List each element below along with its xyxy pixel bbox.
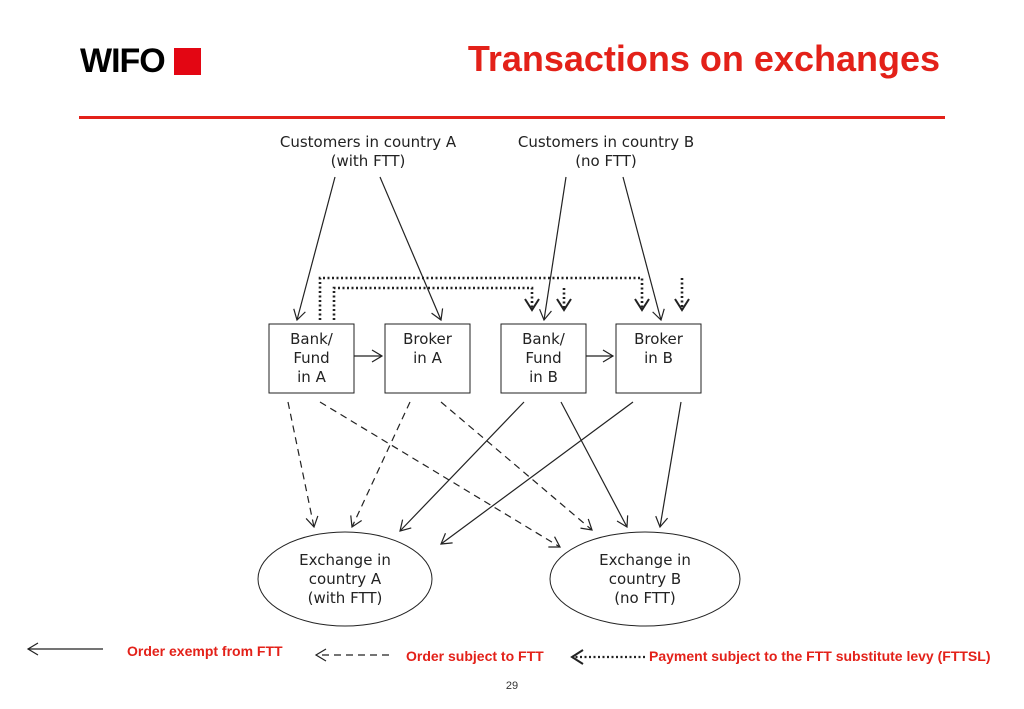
bank-b-label: Bank/ Fund in B: [501, 330, 586, 387]
broker-b-line1: Broker: [634, 330, 683, 348]
exchange-a-line1: Exchange in: [299, 551, 391, 569]
broker-b-label: Broker in B: [616, 330, 701, 368]
exchange-a-ellipse: [257, 531, 433, 627]
exchange-b-label: Exchange in country B (no FTT): [570, 551, 720, 608]
arrow-cust-b-broker-b: [622, 176, 665, 322]
page-title: Transactions on exchanges: [467, 38, 940, 79]
arrow-cust-a-broker-a: [379, 176, 444, 322]
broker-a-box: [384, 323, 471, 394]
customers-b-line1: Customers in country B: [517, 133, 695, 151]
customers-a-line1: Customers in country A: [279, 133, 457, 151]
exchange-b-ellipse: [549, 531, 741, 627]
customers-b-line2: (no FTT): [575, 152, 637, 170]
broker-b-line2: in B: [644, 349, 673, 367]
exchange-b-line1: Exchange in: [599, 551, 691, 569]
broker-b-box: [615, 323, 702, 394]
broker-a-label: Broker in A: [385, 330, 470, 368]
arrow-cust-a-bank-a: [293, 176, 336, 322]
exchange-b-line2: country B: [608, 570, 682, 588]
customers-b-label: Customers in country B (no FTT): [506, 133, 706, 171]
bank-a-line1: Bank/: [290, 330, 333, 348]
customers-a-line2: (with FTT): [330, 152, 406, 170]
bank-b-line2: Fund: [525, 349, 562, 367]
bank-a-line3: in A: [297, 368, 326, 386]
fttsl-payment-lines: [318, 276, 690, 320]
bank-a-box: [268, 323, 355, 394]
exchange-a-label: Exchange in country A (with FTT): [270, 551, 420, 608]
broker-a-line2: in A: [413, 349, 442, 367]
orders-exempt-from-ftt: [399, 401, 682, 545]
legend-subject-label: Order subject to FTT: [406, 648, 544, 664]
exchange-a-line3: (with FTT): [307, 589, 383, 607]
orders-subject-to-ftt: [287, 401, 593, 548]
broker-a-line1: Broker: [403, 330, 452, 348]
legend-payment-label: Payment subject to the FTT substitute le…: [649, 648, 991, 664]
exchange-a-line2: country A: [308, 570, 382, 588]
page-number: 29: [505, 680, 519, 692]
logo-red-square: [173, 48, 201, 75]
customers-a-label: Customers in country A (with FTT): [268, 133, 468, 171]
legend-exempt-label: Order exempt from FTT: [127, 643, 283, 659]
arrow-cust-b-bank-b: [539, 176, 567, 322]
logo-text: WIFO: [80, 42, 166, 80]
bank-b-box: [500, 323, 587, 394]
title-divider: [79, 116, 945, 119]
bank-a-line2: Fund: [293, 349, 330, 367]
bank-a-label: Bank/ Fund in A: [269, 330, 354, 387]
bank-b-line1: Bank/: [522, 330, 565, 348]
bank-b-line3: in B: [529, 368, 558, 386]
wifo-logo: WIFO: [80, 42, 201, 81]
exchange-b-line3: (no FTT): [614, 589, 676, 607]
